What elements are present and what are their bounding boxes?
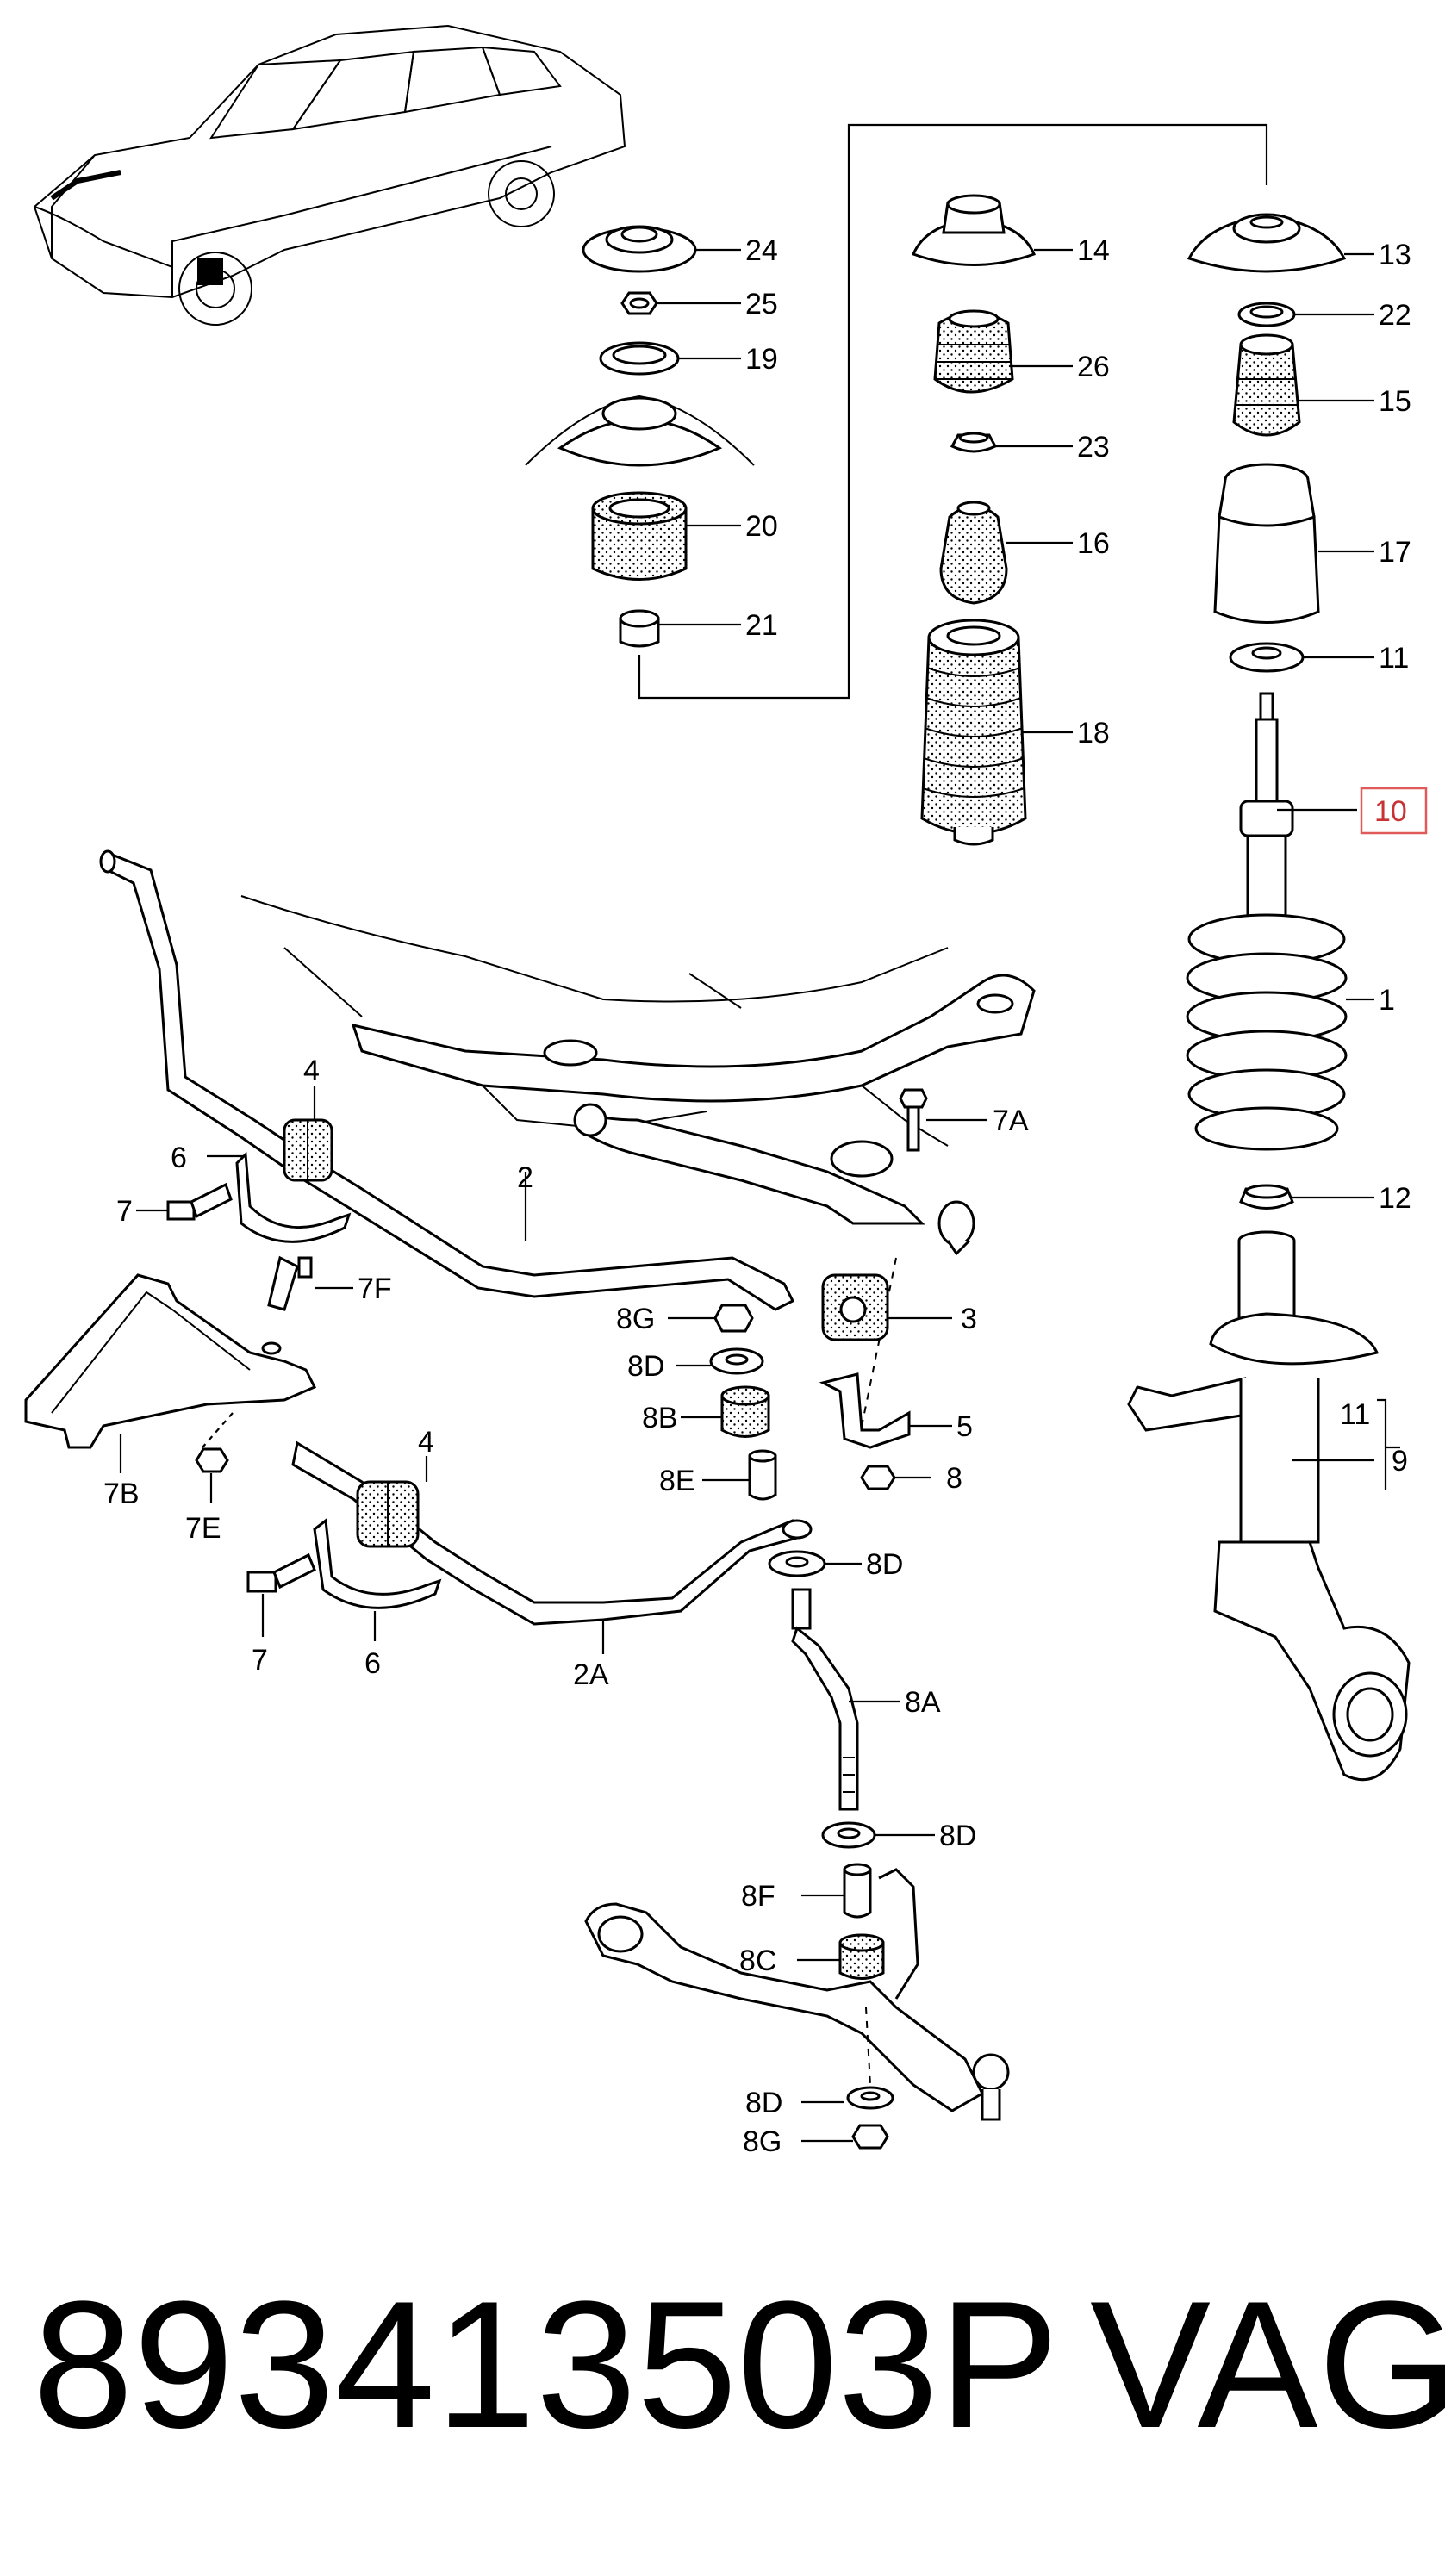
washer-8D-a (709, 1347, 764, 1375)
label-8D-d: 8D (745, 2087, 782, 2119)
bushing-4b (356, 1480, 420, 1548)
label-7b: 7 (252, 1644, 268, 1677)
label-8C: 8C (739, 1944, 776, 1977)
label-20: 20 (745, 510, 778, 543)
sleeve-8F (843, 1863, 872, 1919)
label-17: 17 (1379, 536, 1411, 569)
bushing-3 (821, 1273, 889, 1341)
stabilizer-bar-2 (99, 849, 795, 1311)
label-8B: 8B (642, 1402, 678, 1434)
boot-26 (933, 309, 1014, 394)
label-9: 9 (1392, 1445, 1408, 1478)
nut-25 (620, 291, 658, 315)
label-4b: 4 (418, 1426, 434, 1459)
label-19: 19 (745, 343, 778, 376)
label-4a: 4 (303, 1055, 320, 1087)
bushing-8C (838, 1933, 885, 1980)
label-16: 16 (1077, 527, 1110, 560)
label-6b: 6 (364, 1647, 381, 1680)
subframe (240, 895, 1036, 1147)
label-14: 14 (1077, 234, 1110, 267)
spring-seat-12 (1239, 1184, 1294, 1210)
highlight-box-10 (1360, 787, 1428, 835)
coil-spring-1 (1186, 913, 1348, 1151)
label-8A: 8A (905, 1686, 941, 1719)
car-sketch-icon (33, 24, 626, 326)
strut-mount-13 (1187, 213, 1347, 273)
label-6a: 6 (171, 1142, 187, 1174)
bolt-7b (246, 1552, 316, 1593)
label-10: 10 (1374, 795, 1407, 828)
washer-19 (599, 341, 680, 376)
strut-mount-24 (582, 225, 697, 273)
label-15: 15 (1379, 385, 1411, 418)
clamp-6b (313, 1518, 442, 1609)
label-8D-b: 8D (866, 1548, 903, 1581)
washer-8D-d (846, 2086, 894, 2110)
label-25: 25 (745, 288, 778, 320)
washer-8D-b (768, 1550, 826, 1577)
link-8A (791, 1588, 859, 1811)
label-1: 1 (1379, 984, 1395, 1017)
label-7A: 7A (993, 1104, 1029, 1137)
label-8G: 8G (616, 1303, 655, 1335)
label-18: 18 (1077, 717, 1110, 750)
label-26: 26 (1077, 351, 1110, 383)
label-3: 3 (961, 1303, 977, 1335)
label-24: 24 (745, 234, 778, 267)
label-7E: 7E (185, 1512, 221, 1545)
bump-stop-15 (1232, 333, 1301, 437)
label-8: 8 (946, 1462, 962, 1495)
washer-11 (1229, 642, 1305, 673)
label-2: 2 (517, 1161, 533, 1194)
strut-housing-9 (1127, 1230, 1411, 1782)
label-8E: 8E (659, 1465, 695, 1497)
label-2A: 2A (573, 1658, 609, 1691)
label-8F: 8F (741, 1880, 775, 1913)
label-8G-b: 8G (743, 2125, 782, 2158)
nut-7E (195, 1447, 229, 1473)
bushing-21 (619, 609, 660, 648)
label-13: 13 (1379, 239, 1411, 271)
washer-22 (1237, 302, 1296, 327)
bump-stop-20 (591, 491, 688, 581)
label-5: 5 (956, 1410, 973, 1443)
part-number: 893413503P (33, 2263, 1060, 2466)
label-21: 21 (745, 609, 778, 642)
lower-control-arm-top (573, 1103, 975, 1256)
label-7B: 7B (103, 1478, 140, 1510)
bushing-4a (283, 1118, 333, 1182)
nut-8 (860, 1465, 896, 1490)
dust-boot-18 (920, 619, 1027, 846)
washer-8D-c (821, 1821, 876, 1849)
spring-seat-upper (525, 395, 755, 467)
sleeve-8E (748, 1449, 777, 1501)
label-23: 23 (1077, 431, 1110, 464)
strut-mount-14 (911, 194, 1037, 266)
label-7a: 7 (116, 1195, 133, 1228)
nut-8G (713, 1304, 754, 1333)
label-8D-a: 8D (627, 1350, 664, 1383)
bolt-7A (899, 1088, 928, 1152)
brand-name: VAG (1090, 2263, 1445, 2466)
bump-stop-16 (939, 501, 1008, 605)
bolt-7F (267, 1255, 313, 1311)
label-11: 11 (1379, 642, 1409, 675)
bolt-7a (166, 1182, 233, 1221)
skid-plate-7B (24, 1273, 317, 1449)
label-8D-c: 8D (939, 1820, 976, 1852)
lower-control-arm-bottom (584, 1868, 1010, 2121)
protective-tube-17 (1213, 463, 1320, 624)
clamp-5 (819, 1372, 911, 1449)
nut-8G-b (851, 2124, 889, 2150)
label-22: 22 (1379, 299, 1411, 332)
label-7F: 7F (358, 1272, 392, 1305)
ring-23 (950, 432, 998, 453)
label-12: 12 (1379, 1182, 1411, 1215)
bushing-8B (720, 1385, 770, 1438)
label-11b: 11 (1340, 1398, 1370, 1431)
clamp-6a (235, 1151, 352, 1243)
